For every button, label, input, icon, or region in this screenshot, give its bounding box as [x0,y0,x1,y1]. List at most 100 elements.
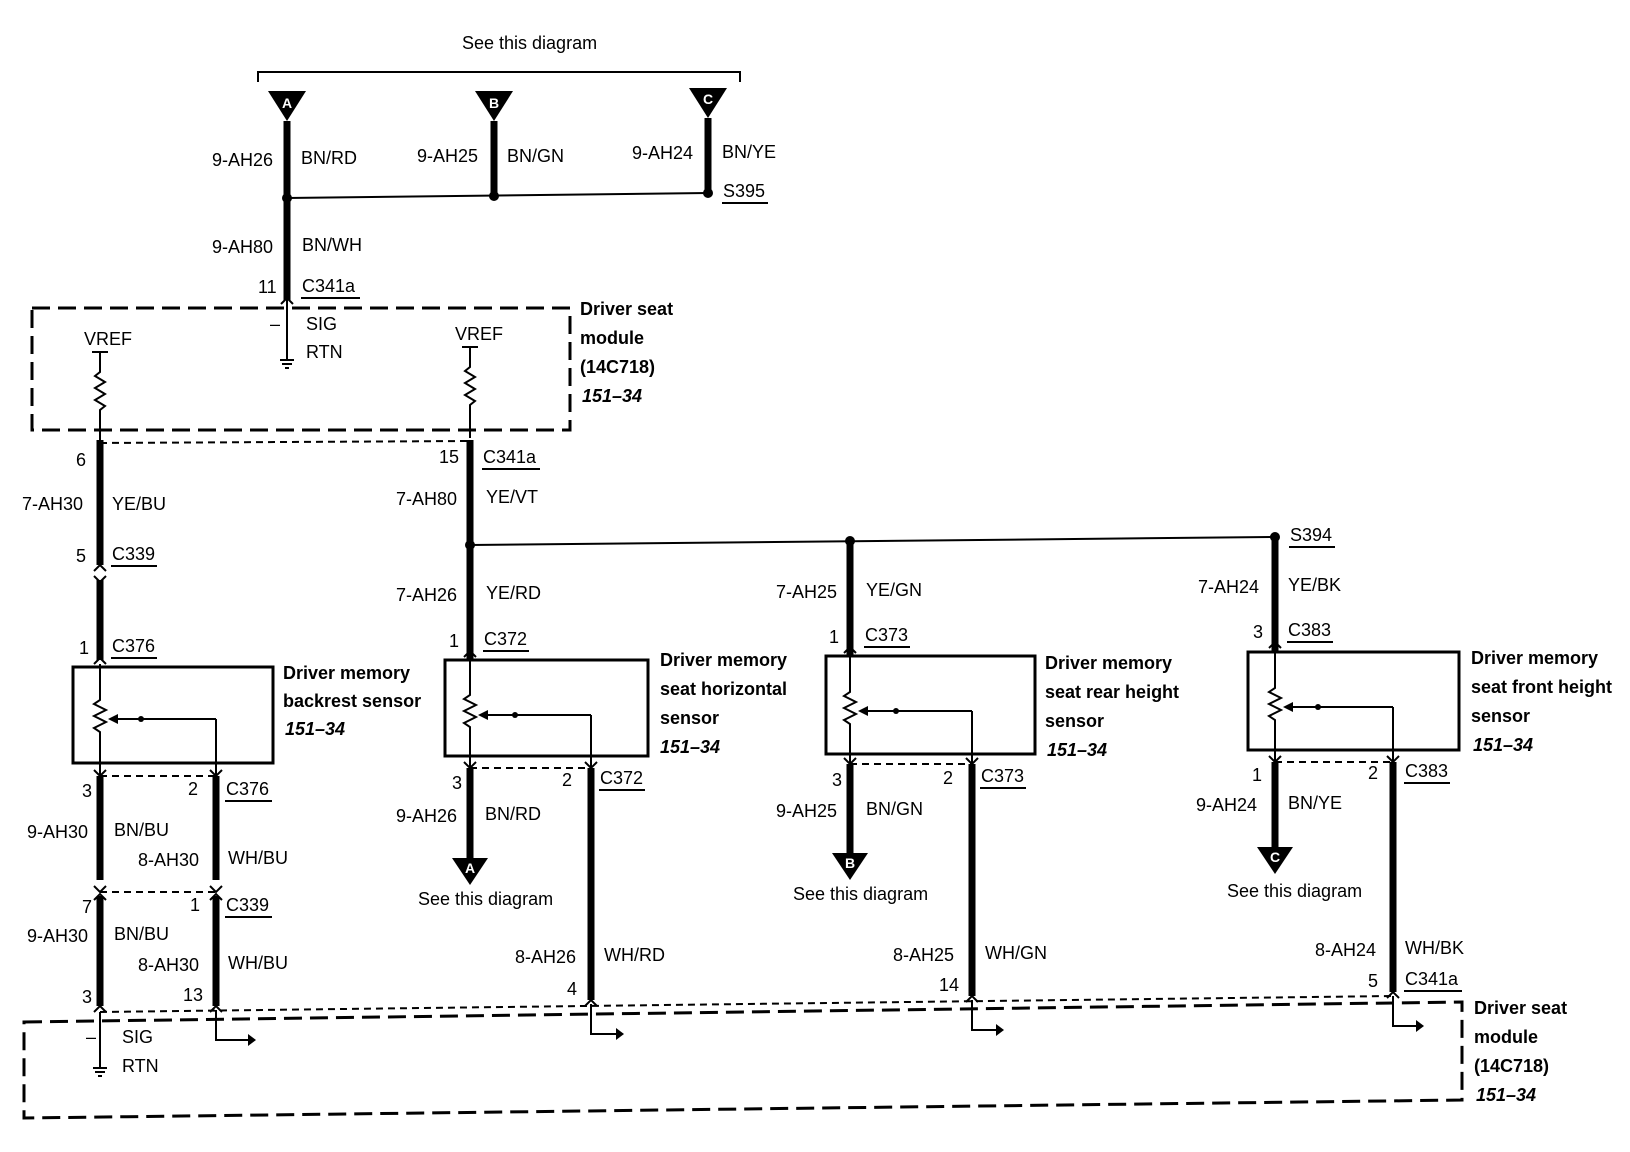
module-title: module [1474,1027,1538,1047]
potentiometer-icon [841,653,859,764]
top-see-diagram-note: See this diagram [462,33,597,53]
wire-label-color: BN/YE [1288,793,1342,813]
wire-label-circuit: 9-AH25 [776,801,837,821]
connector-chevron [463,649,477,658]
sensor-title: seat horizontal [660,679,787,699]
wire-label-color: WH/BU [228,953,288,973]
wire-label-color: BN/RD [485,804,541,824]
connector-label: C372 [484,629,527,649]
wire-label-color: YE/BU [112,494,166,514]
sensor-title: Driver memory [1045,653,1172,673]
wire-label-color: BN/BU [114,924,169,944]
sensor-title: backrest sensor [283,691,421,711]
pin-number: 3 [452,773,462,793]
pin-number: 1 [79,638,89,658]
connector-a-top[interactable]: A [268,91,306,121]
wire-label-circuit: 9-AH26 [212,150,273,170]
pin-number: 2 [188,779,198,799]
connector-chevron [209,885,223,894]
wire-label-circuit: 9-AH26 [396,806,457,826]
wire-label-circuit: 8-AH24 [1315,940,1376,960]
connector-chevron [584,998,598,1007]
connector-b-bottom[interactable]: B [832,853,868,880]
front-height-sensor [1246,649,1461,762]
connector-chevron [93,563,107,572]
sensor-title: Driver memory [660,650,787,670]
connector-chevron [280,296,294,305]
sensor-title: seat front height [1471,677,1612,697]
pin-number: 1 [829,627,839,647]
connector-label: C383 [1288,620,1331,640]
pin-number: 11 [258,277,277,297]
wire-label-circuit: 9-AH30 [27,926,88,946]
signal-input-arrow-icon [971,1000,1004,1036]
pin-number: 3 [832,770,842,790]
connector-label: C373 [865,625,908,645]
pin-number: 14 [939,975,959,995]
sig-label: SIG [122,1027,153,1047]
see-diagram-note: See this diagram [1227,881,1362,901]
sensor-ref: 151–34 [285,719,345,739]
svg-text:A: A [465,860,475,876]
ground-icon [93,1067,107,1077]
wire-label-color: YE/BK [1288,575,1341,595]
splice-s394-label: S394 [1290,525,1332,545]
connector-chevron [93,769,107,778]
sensor-ref: 151–34 [1473,735,1533,755]
connector-chevron [209,892,223,901]
signal-input-arrow-icon [1392,996,1424,1032]
sig-label: SIG [306,314,337,334]
pin-number: 3 [1253,622,1263,642]
wire-label-color: YE/GN [866,580,922,600]
signal-input-arrow-icon [590,1004,624,1040]
sensor-title: Driver memory [1471,648,1598,668]
splice-dot [703,188,713,198]
connector-chevron [93,1004,107,1013]
vref-label: VREF [455,324,503,344]
sensor-title: sensor [660,708,719,728]
wire-label-color: BN/BU [114,820,169,840]
minus-sign: – [270,314,280,334]
svg-text:A: A [282,95,292,111]
horizontal-sensor [443,657,650,768]
pin-number: 2 [943,768,953,788]
module-title: Driver seat [1474,998,1567,1018]
connector-c341a-bottom [99,995,1394,1013]
svg-text:C: C [1270,849,1280,865]
wire-label-color: WH/RD [604,945,665,965]
wire-label-color: BN/GN [866,799,923,819]
connector-a-bottom[interactable]: A [452,858,488,885]
connector-label: C339 [112,544,155,564]
connector-c-top[interactable]: C [689,88,727,118]
module-part-number: (14C718) [1474,1056,1549,1076]
module-part-number: (14C718) [580,357,655,377]
wire-label-color: BN/RD [301,148,357,168]
connector-c-bottom[interactable]: C [1257,847,1293,874]
connector-b-top[interactable]: B [475,91,513,121]
wire-label-circuit: 9-AH24 [632,143,693,163]
connector-label: C376 [226,779,269,799]
wire-label-circuit: 8-AH26 [515,947,576,967]
connector-label: C376 [112,636,155,656]
pin-number: 4 [567,979,577,999]
pin-number: 3 [82,987,92,1007]
connector-chevron [209,769,223,778]
potentiometer-icon [461,657,479,768]
pin-number: 5 [76,546,86,566]
connector-chevron [93,885,107,894]
connector-label: C341a [1405,969,1459,989]
wire-label-circuit: 8-AH30 [138,850,199,870]
wire-label-color: WH/BU [228,848,288,868]
driver-seat-module-bottom [22,1000,1464,1120]
connector-chevron [93,892,107,901]
splice-s394-bus [469,536,1276,546]
pin-number: 2 [562,770,572,790]
rear-height-sensor [824,653,1037,764]
connector-chevron [93,575,107,584]
wire-label-circuit: 7-AH24 [1198,577,1259,597]
pin-number: 7 [82,897,92,917]
connector-label: C339 [226,895,269,915]
wire-label-color: BN/GN [507,146,564,166]
signal-input-arrow-icon [215,1010,256,1046]
wire-label-circuit: 9-AH30 [27,822,88,842]
